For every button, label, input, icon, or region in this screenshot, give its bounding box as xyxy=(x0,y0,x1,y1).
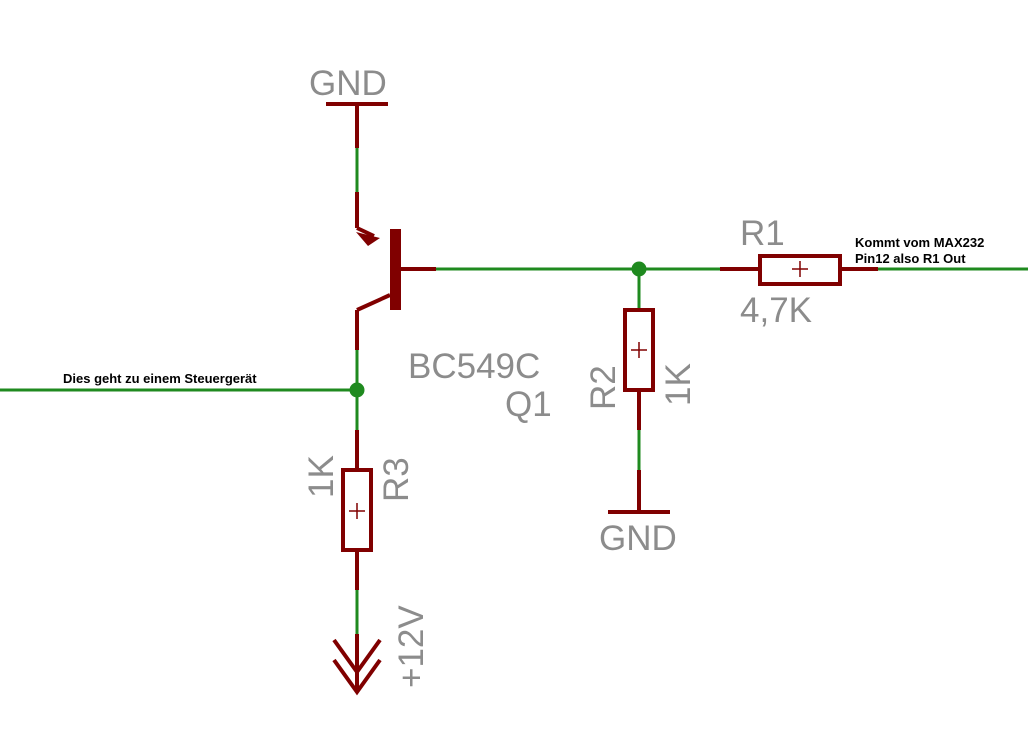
r1-name-label: R1 xyxy=(740,214,785,253)
q1-name-label: Q1 xyxy=(505,385,552,424)
resistor-r3 xyxy=(341,430,373,590)
net-label-right-line1: Kommt vom MAX232 xyxy=(855,235,984,250)
gnd-top-symbol xyxy=(326,102,388,148)
gnd-bottom-symbol xyxy=(608,470,670,514)
r2-name-label: R2 xyxy=(584,365,623,410)
junction-collector-node xyxy=(349,382,365,398)
r1-value-label: 4,7K xyxy=(740,291,812,330)
q1-type-label: BC549C xyxy=(408,347,540,386)
wires xyxy=(0,148,1028,634)
net-label-left: Dies geht zu einem Steuergerät xyxy=(63,371,257,386)
junction-base-node xyxy=(631,261,647,277)
resistor-r2 xyxy=(623,308,655,430)
r3-value-label: 1K xyxy=(302,455,341,498)
r2-value-label: 1K xyxy=(659,363,698,406)
gnd-bottom-label: GND xyxy=(599,519,677,558)
r3-name-label: R3 xyxy=(377,457,416,502)
resistor-r1 xyxy=(720,254,878,286)
transistor-q1 xyxy=(355,192,436,350)
gnd-top-label: GND xyxy=(309,64,387,103)
net-label-right-line2: Pin12 also R1 Out xyxy=(855,251,966,266)
supply-12v-label: +12V xyxy=(392,605,431,688)
supply-12v-symbol xyxy=(332,634,382,696)
